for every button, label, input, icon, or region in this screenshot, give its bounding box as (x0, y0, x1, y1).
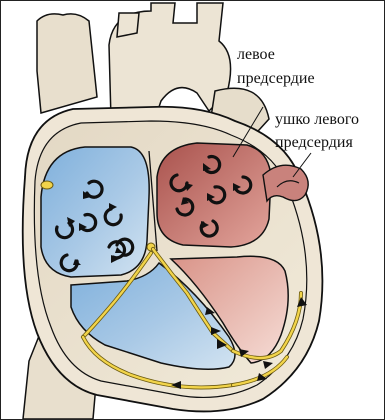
sinoatrial-node (41, 181, 53, 189)
label-left-atrium-line1: левое (237, 45, 275, 65)
label-left-atrium-line2: предсердие (237, 69, 315, 89)
left-atrium (157, 143, 271, 247)
left-atrial-appendage (263, 165, 308, 201)
right-atrium (41, 147, 149, 277)
label-left-appendage-line2: предсердия (275, 133, 353, 153)
superior-vena-cava (37, 14, 97, 113)
label-left-appendage-line1: ушко левого (275, 110, 359, 130)
